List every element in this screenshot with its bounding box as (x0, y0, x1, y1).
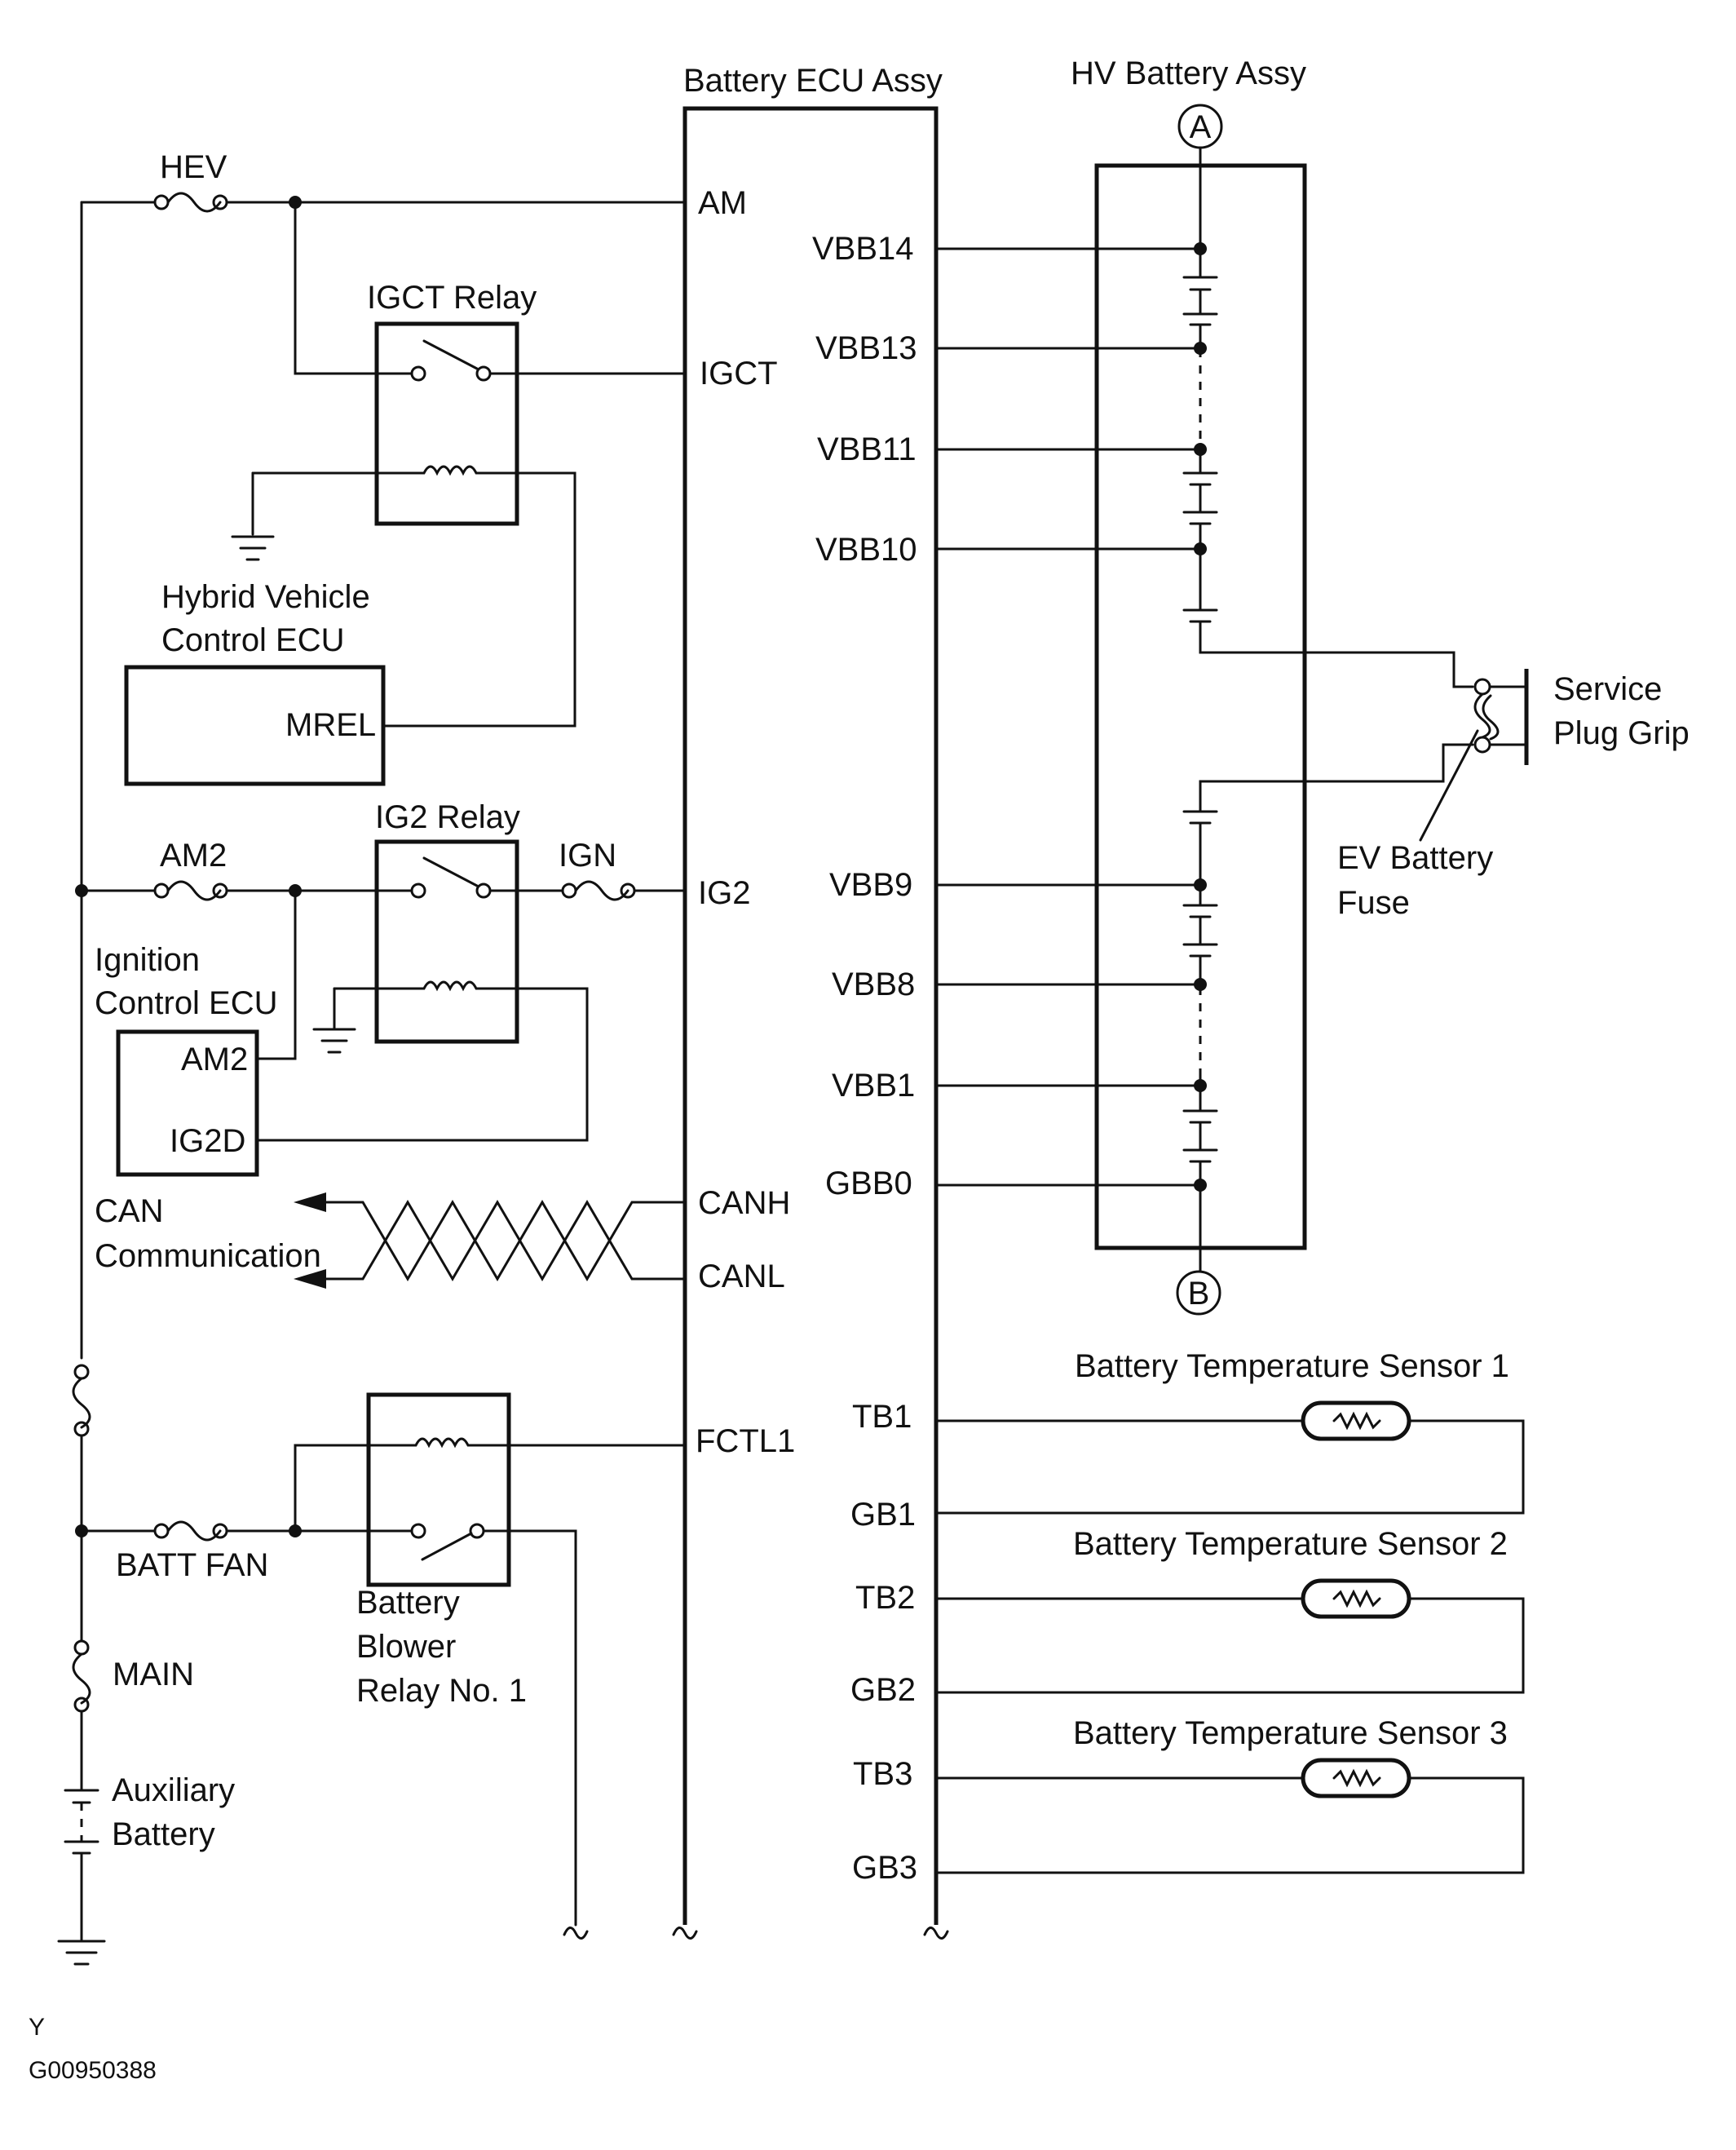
main-fuse (72, 1639, 91, 1792)
ev-fuse-label-1: EV Battery (1337, 840, 1493, 876)
ig2-relay-label: IG2 Relay (375, 799, 520, 835)
ignition-control-ecu-box (116, 1029, 259, 1177)
pin-vbb1: VBB1 (832, 1068, 915, 1104)
am2-fuse (80, 880, 413, 901)
hv-ecu-label-2: Control ECU (161, 622, 345, 658)
fuse-hev-label: HEV (160, 149, 227, 185)
batt-fan-fuse (80, 1520, 413, 1542)
fuse-ign-label: IGN (559, 838, 616, 874)
sensor-3-title: Battery Temperature Sensor 3 (1073, 1715, 1508, 1751)
igct-relay-label: IGCT Relay (367, 280, 537, 316)
pin-igct: IGCT (700, 356, 778, 392)
battery-ecu-box (682, 106, 939, 1925)
pin-vbb9: VBB9 (829, 867, 912, 903)
fuse-am2-label: AM2 (160, 838, 227, 874)
ig2-relay-contacts (255, 856, 687, 1142)
pin-gb1: GB1 (850, 1497, 916, 1533)
mrel-pin: MREL (285, 707, 376, 743)
igct-relay-box (374, 321, 519, 526)
footer-code: G00950388 (29, 2057, 157, 2084)
pin-vbb10: VBB10 (815, 532, 917, 568)
blower-relay-label-3: Relay No. 1 (356, 1673, 527, 1709)
sensor-1-title: Battery Temperature Sensor 1 (1075, 1348, 1509, 1384)
service-plug-label-1: Service (1553, 671, 1662, 707)
ecu-break-left (672, 1927, 698, 1940)
ign-ecu-label-1: Ignition (95, 942, 200, 978)
pin-vbb11: VBB11 (817, 431, 917, 467)
blower-relay-label-1: Battery (356, 1585, 460, 1621)
ground-symbol-2 (312, 1028, 356, 1054)
pin-vbb14: VBB14 (812, 231, 914, 267)
sensor-2-title: Battery Temperature Sensor 2 (1073, 1526, 1508, 1562)
battery-blower-relay-box (366, 1392, 511, 1587)
igct-relay-contacts (251, 201, 687, 728)
pin-tb2: TB2 (855, 1580, 915, 1616)
pin-tb1: TB1 (852, 1399, 912, 1435)
hv-cell-string (1182, 146, 1474, 1273)
can-twisted-pair (294, 1192, 687, 1289)
am2-pin: AM2 (181, 1042, 248, 1077)
aux-battery-label-1: Auxiliary (112, 1772, 235, 1808)
auxiliary-battery (57, 1789, 106, 1966)
fuse-main-label: MAIN (113, 1657, 194, 1692)
battery-blower-relay-contacts (294, 1437, 687, 1940)
connector-a-label: A (1190, 109, 1212, 145)
hv-title: HV Battery Assy (1071, 55, 1306, 91)
can-label-2: Communication (95, 1238, 321, 1274)
ev-fuse-label-2: Fuse (1337, 885, 1410, 921)
bus-fusible-link-1 (72, 1364, 91, 1643)
blower-relay-label-2: Blower (356, 1629, 456, 1665)
pin-ig2: IG2 (698, 875, 750, 911)
temperature-sensor-3 (934, 1758, 1525, 1874)
temperature-sensor-2 (934, 1578, 1525, 1694)
ecu-break-right (923, 1927, 949, 1940)
can-label-1: CAN (95, 1193, 163, 1229)
pin-gbb0: GBB0 (825, 1166, 912, 1201)
connector-b-label: B (1188, 1276, 1210, 1312)
pin-fctl1: FCTL1 (696, 1423, 795, 1459)
hev-fuse (80, 192, 687, 213)
hv-ecu-label-1: Hybrid Vehicle (161, 579, 370, 615)
aux-battery-label-2: Battery (112, 1816, 215, 1852)
ecu-title: Battery ECU Assy (683, 63, 943, 99)
footer-letter: Y (29, 2014, 45, 2041)
pin-gb2: GB2 (850, 1672, 916, 1708)
pin-gb3: GB3 (852, 1850, 917, 1886)
temperature-sensor-1 (934, 1400, 1525, 1515)
pin-canh: CANH (698, 1185, 790, 1221)
connector-b (1176, 1270, 1221, 1316)
hv-control-ecu-box (124, 665, 386, 786)
pin-vbb8: VBB8 (832, 967, 915, 1002)
pin-tb3: TB3 (853, 1756, 912, 1792)
ig2-relay-box (374, 839, 519, 1044)
pin-vbb13: VBB13 (815, 330, 917, 366)
ign-ecu-label-2: Control ECU (95, 985, 278, 1021)
ig2d-pin: IG2D (170, 1123, 245, 1159)
service-plug-grip (1419, 669, 1529, 842)
pin-canl: CANL (698, 1259, 785, 1294)
vbb-tap-wires (934, 242, 1207, 1192)
fuse-batt-fan-label: BATT FAN (116, 1547, 268, 1583)
service-plug-label-2: Plug Grip (1553, 715, 1690, 751)
pin-am: AM (698, 185, 747, 221)
ground-symbol-1 (231, 535, 275, 561)
